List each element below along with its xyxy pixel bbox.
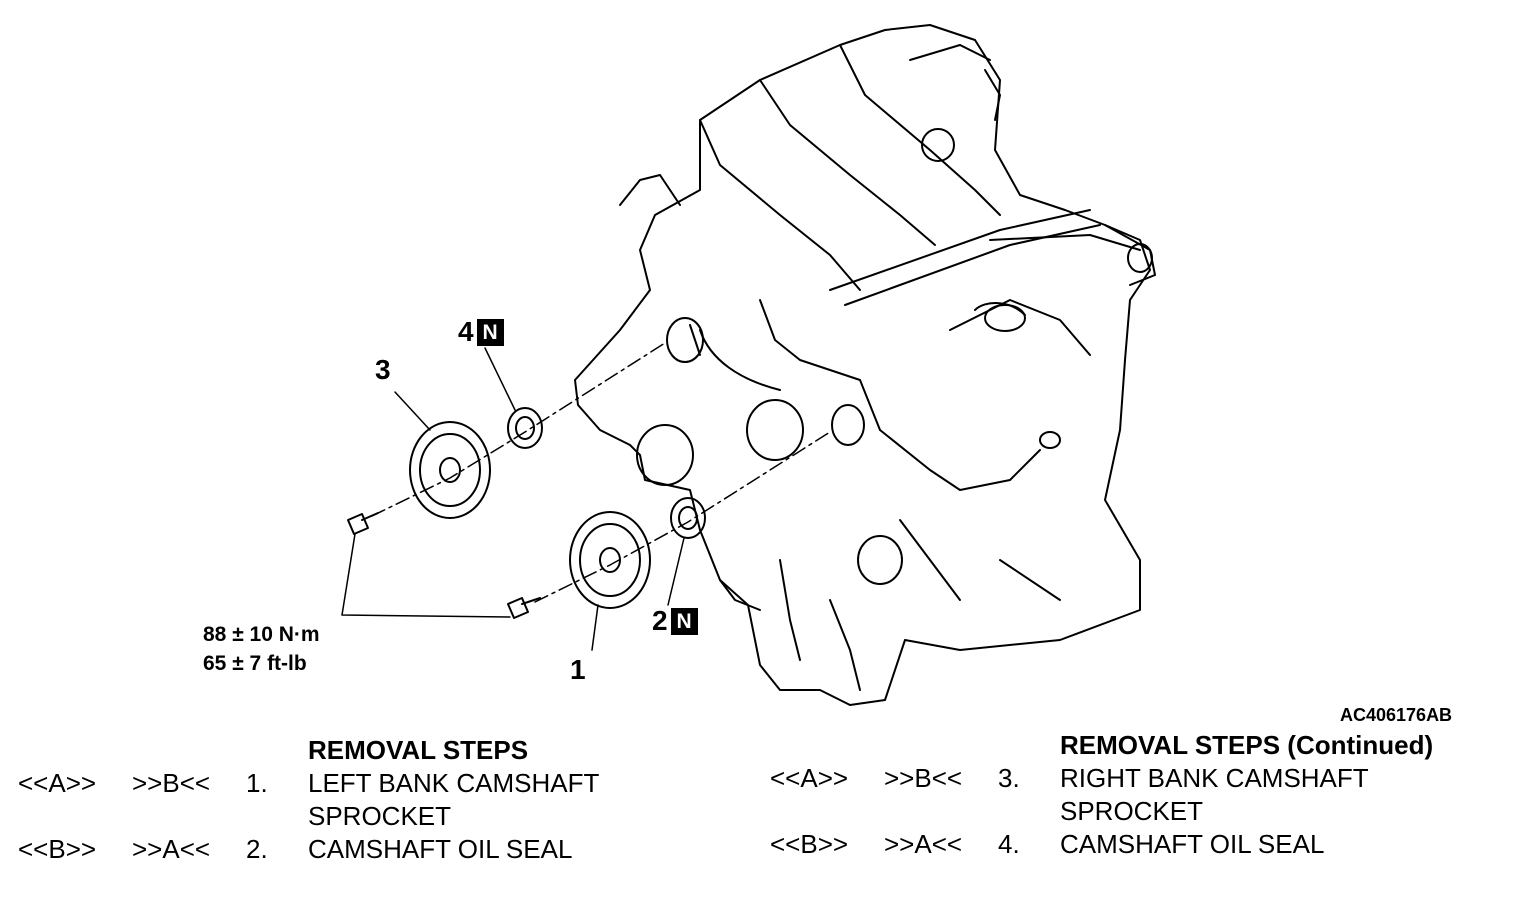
step-part-name: RIGHT BANK CAMSHAFT: [1060, 763, 1369, 793]
new-part-badge: N: [670, 608, 698, 635]
removal-service-point: <<A>>: [18, 768, 97, 798]
step-row: <<B>> >>A<< 2. CAMSHAFT OIL SEAL: [0, 833, 740, 866]
step-number: 2.: [246, 834, 268, 864]
callout-3: 3: [375, 354, 391, 385]
step-part-name: CAMSHAFT OIL SEAL: [1060, 829, 1325, 859]
bolt-upper: [347, 512, 379, 535]
new-part-badge: N: [476, 319, 504, 346]
alignment-lines: [371, 342, 831, 603]
step-row-continuation: SPROCKET: [0, 800, 740, 833]
step-part-name: SPROCKET: [308, 801, 452, 831]
removal-service-point: <<B>>: [18, 834, 97, 864]
engine-outline: [574, 24, 1156, 706]
step-number: 1.: [246, 768, 268, 798]
step-number: 4.: [998, 829, 1020, 859]
step-row: <<A>> >>B<< 1. LEFT BANK CAMSHAFT: [0, 767, 740, 800]
removal-steps-heading: REMOVAL STEPS (Continued): [1060, 730, 1434, 760]
oil-seal-2: [670, 497, 706, 539]
step-row: <<B>> >>A<< 4. CAMSHAFT OIL SEAL: [770, 828, 1510, 861]
step-number: 3.: [998, 763, 1020, 793]
figure-reference-code: AC406176AB: [1340, 705, 1453, 725]
bolt-lower: [507, 597, 541, 619]
removal-steps-heading: REMOVAL STEPS: [308, 735, 529, 765]
torque-metric: 88 ± 10 N·m: [203, 623, 320, 646]
sprocket-1: [569, 511, 651, 609]
removal-steps-left: REMOVAL STEPS <<A>> >>B<< 1. LEFT BANK C…: [0, 734, 740, 866]
install-service-point: >>A<<: [884, 829, 963, 859]
removal-service-point: <<A>>: [770, 763, 849, 793]
removal-steps-right: REMOVAL STEPS (Continued) <<A>> >>B<< 3.…: [770, 729, 1510, 861]
oil-seal-4: [507, 407, 543, 449]
step-part-name: SPROCKET: [1060, 796, 1204, 826]
install-service-point: >>B<<: [132, 768, 211, 798]
removal-service-point: <<B>>: [770, 829, 849, 859]
callout-1: 1: [570, 654, 586, 685]
sprocket-3: [409, 421, 491, 519]
step-row: <<A>> >>B<< 3. RIGHT BANK CAMSHAFT: [770, 762, 1510, 795]
torque-spec: 88 ± 10 N·m 65 ± 7 ft-lb: [203, 620, 320, 678]
leader-lines: [341, 347, 685, 651]
install-service-point: >>B<<: [884, 763, 963, 793]
step-row-continuation: SPROCKET: [770, 795, 1510, 828]
step-part-name: CAMSHAFT OIL SEAL: [308, 834, 573, 864]
install-service-point: >>A<<: [132, 834, 211, 864]
step-part-name: LEFT BANK CAMSHAFT: [308, 768, 600, 798]
torque-imperial: 65 ± 7 ft-lb: [203, 652, 307, 675]
